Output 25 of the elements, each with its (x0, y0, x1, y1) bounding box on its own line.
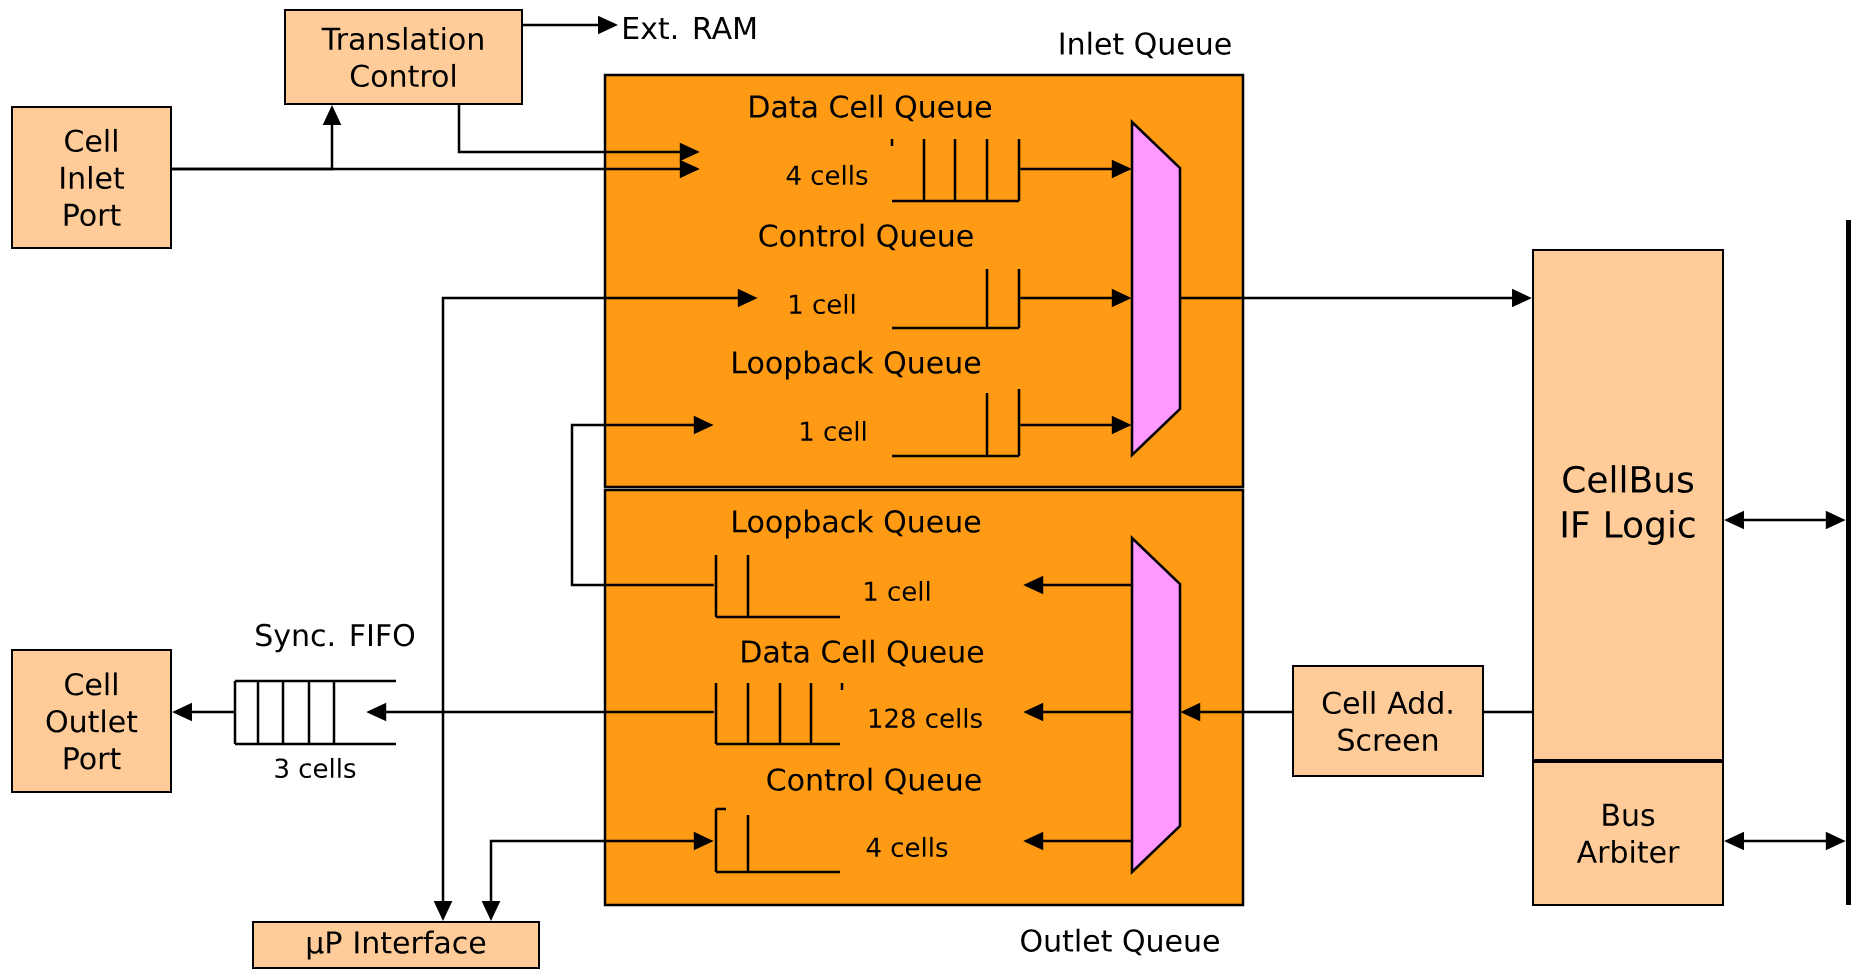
queue-title: Data Cell Queue (742, 639, 984, 667)
queue-title: Inlet Queue (1060, 31, 1231, 59)
queue-title: Data Cell Queue (750, 94, 992, 122)
capacity-label: 1 cell (865, 580, 930, 602)
queue-title: Control Queue (767, 767, 981, 795)
memory-label: Ext. RAM (624, 17, 756, 39)
capacity-label: 3 cells (275, 757, 356, 779)
capacity-label: 4 cells (866, 836, 948, 858)
capacity-label: 1 cell (790, 293, 855, 315)
block-box: µP Interface (252, 921, 540, 969)
block-box: Cell Add. Screen (1292, 665, 1484, 777)
queue-title: Loopback Queue (733, 509, 981, 539)
capacity-label: 4 cells (786, 164, 868, 186)
block-box: Cell Outlet Port (11, 649, 172, 793)
block-box: Bus Arbiter (1532, 761, 1724, 906)
block-box: Cell Inlet Port (11, 106, 172, 249)
capacity-label: 128 cells (869, 707, 982, 729)
queue-title: Loopback Queue (733, 350, 981, 380)
queue-title: Sync. FIFO (256, 623, 415, 653)
arrow (570, 415, 714, 587)
capacity-label: 1 cell (801, 420, 866, 442)
block-box: Translation Control (284, 9, 523, 105)
queue-title: Outlet Queue (1021, 928, 1219, 956)
queue-title: Control Queue (759, 223, 973, 251)
connector-line (1484, 710, 1532, 714)
